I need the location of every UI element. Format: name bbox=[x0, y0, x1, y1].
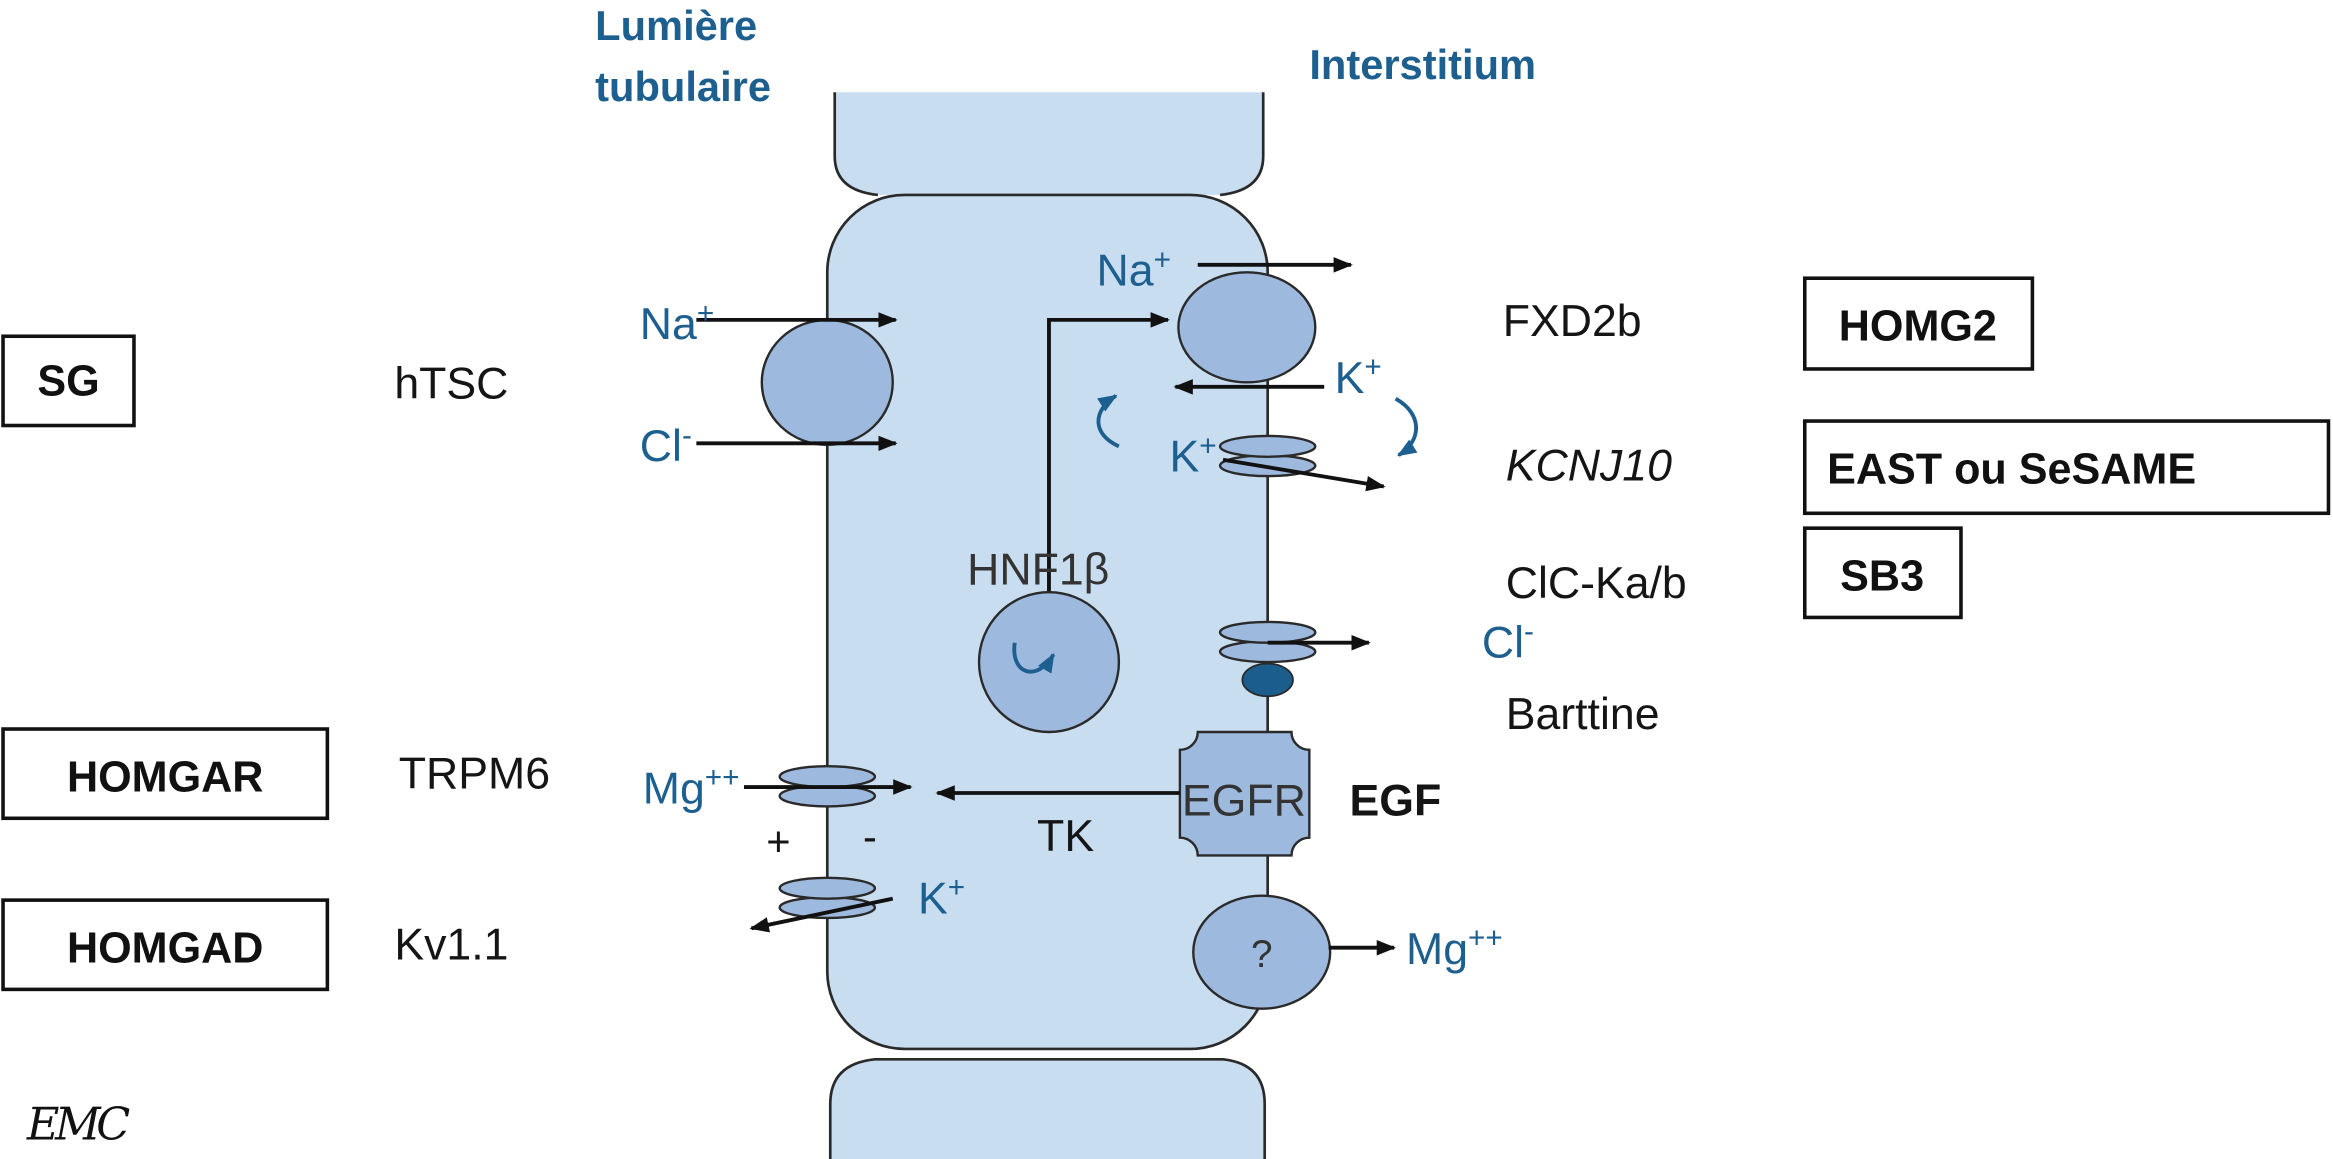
ion-charge: + bbox=[697, 297, 714, 330]
trpm6-channel-upper bbox=[778, 765, 877, 789]
hnf1b-regulation-arrow bbox=[1047, 312, 1170, 603]
disease-box-frame bbox=[1, 898, 330, 992]
gene-kcnj10: KCNJ10 bbox=[1506, 442, 1672, 491]
upper-neighbor-cell bbox=[834, 92, 1264, 195]
gene-fxd2b: FXD2b bbox=[1503, 297, 1642, 346]
unknown-transporter-label: ? bbox=[1251, 933, 1273, 976]
na-k-atpase bbox=[1177, 271, 1317, 384]
lower-neighbor-cell bbox=[830, 1059, 1265, 1159]
disease-label-homgad: HOMGAD bbox=[67, 925, 263, 973]
ion-charge: + bbox=[1364, 350, 1381, 383]
lumen-header-line1: Lumière bbox=[595, 2, 757, 49]
disease-box-homgar: HOMGAR bbox=[1, 727, 330, 821]
na-ion-label-pump: Na+ bbox=[1097, 243, 1171, 295]
ion-symbol: Mg bbox=[643, 764, 705, 813]
disease-box-frame bbox=[1802, 419, 2331, 516]
emc-logo: EMC bbox=[26, 1099, 130, 1151]
disease-box-frame bbox=[1802, 526, 1963, 620]
disease-label-sb3: SB3 bbox=[1840, 553, 1924, 601]
kv11-channel-lower bbox=[778, 895, 877, 920]
egfr-receptor bbox=[1178, 730, 1311, 857]
ion-symbol: Na bbox=[1097, 247, 1154, 296]
disease-label-homg2: HOMG2 bbox=[1839, 303, 1997, 351]
gene-trpm6: TRPM6 bbox=[399, 750, 550, 799]
k-ion-label-pump: K+ bbox=[1335, 350, 1382, 402]
gene-htsc: hTSC bbox=[394, 360, 508, 409]
gene-barttine: Barttine bbox=[1506, 690, 1660, 739]
k-secretion-arrow bbox=[749, 896, 894, 933]
gene-clcka: ClC-Ka/b bbox=[1506, 559, 1687, 608]
upper-neighbor-cell-outline bbox=[833, 92, 1265, 197]
ion-symbol: Cl bbox=[640, 422, 682, 471]
disease-box-frame bbox=[1802, 276, 2035, 371]
na-ion-label-lumen: Na+ bbox=[640, 297, 714, 349]
tk-label: TK bbox=[1037, 812, 1094, 861]
ion-symbol: K bbox=[1335, 354, 1365, 403]
interstitium-header: Interstitium bbox=[1309, 41, 1536, 88]
ion-charge: ++ bbox=[1468, 922, 1503, 955]
lower-neighbor-cell-outline bbox=[828, 1057, 1267, 1159]
mg-ion-label-basolateral: Mg++ bbox=[1406, 922, 1503, 974]
unknown-mg-transporter bbox=[1192, 894, 1332, 1010]
gene-kv11: Kv1.1 bbox=[394, 921, 508, 970]
k-recycling-left-icon bbox=[1096, 394, 1120, 449]
transcription-arrow-icon bbox=[1012, 642, 1056, 674]
disease-box-sb3: SB3 bbox=[1802, 526, 1963, 620]
kcnj10-channel-upper bbox=[1218, 434, 1317, 458]
kv11-channel-upper bbox=[778, 876, 877, 900]
k-channel-efflux-arrow bbox=[1222, 457, 1386, 492]
ion-charge: ++ bbox=[705, 761, 740, 794]
mg-ion-label-lumen: Mg++ bbox=[643, 761, 740, 813]
disease-box-homgad: HOMGAD bbox=[1, 898, 330, 992]
barttin-subunit bbox=[1241, 662, 1294, 698]
egf-label: EGF bbox=[1350, 776, 1442, 825]
hnf1b-label: HNF1β bbox=[967, 546, 1109, 595]
ncc-cotransporter bbox=[760, 318, 894, 447]
ion-symbol: Na bbox=[640, 300, 697, 349]
disease-label-homgar: HOMGAR bbox=[67, 754, 263, 802]
ion-charge: - bbox=[1524, 615, 1534, 648]
disease-box-frame bbox=[1, 727, 330, 821]
cl-ion-label-basolateral: Cl- bbox=[1482, 615, 1534, 667]
lumen-header-line2: tubulaire bbox=[595, 63, 771, 110]
disease-label-sg: SG bbox=[37, 358, 99, 406]
egfr-label: EGFR bbox=[1182, 776, 1306, 825]
cl-ion-label-lumen: Cl- bbox=[640, 419, 692, 471]
disease-label-east: EAST ou SeSAME bbox=[1827, 446, 2196, 494]
disease-box-frame bbox=[1, 334, 136, 428]
ion-symbol: Cl bbox=[1482, 619, 1524, 668]
ion-symbol: K bbox=[1169, 433, 1199, 482]
k-recycling-right-icon bbox=[1394, 397, 1419, 457]
k-ion-label-kv: K+ bbox=[918, 871, 965, 923]
disease-box-east: EAST ou SeSAME bbox=[1802, 419, 2331, 516]
membrane-potential-plus: + bbox=[766, 817, 790, 864]
ion-symbol: K bbox=[918, 875, 948, 924]
k-ion-label-channel: K+ bbox=[1169, 429, 1216, 481]
ion-charge: - bbox=[682, 419, 692, 452]
ion-charge: + bbox=[948, 871, 965, 904]
ion-charge: + bbox=[1154, 243, 1171, 276]
ion-charge: + bbox=[1199, 429, 1216, 462]
membrane-potential-minus: - bbox=[863, 813, 877, 860]
disease-box-sg: SG bbox=[1, 334, 136, 428]
disease-box-homg2: HOMG2 bbox=[1802, 276, 2035, 371]
ion-symbol: Mg bbox=[1406, 925, 1468, 974]
clc-channel-upper bbox=[1218, 620, 1317, 644]
